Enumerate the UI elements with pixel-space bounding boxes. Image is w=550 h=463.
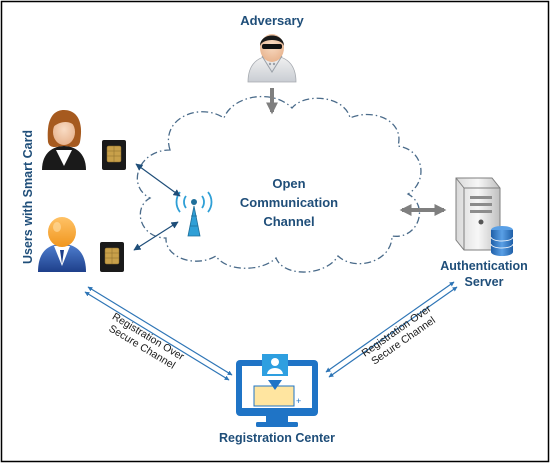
cloud-label: Open Communication Channel — [224, 174, 354, 231]
cloud-label-line2: Communication — [239, 195, 339, 210]
user-male-icon — [38, 217, 86, 272]
adversary-label: Adversary — [240, 13, 304, 28]
authentication-server-label: Authentication Server — [424, 258, 544, 290]
user2-link-arrow — [133, 221, 179, 251]
svg-text:+: + — [296, 396, 301, 406]
right-secure-channel-arrow — [325, 281, 458, 378]
cloud-label-line1: Open — [272, 176, 306, 191]
monitor-download-icon: + — [236, 354, 318, 427]
users-label: Users with Smart Card — [21, 129, 35, 264]
authentication-server-label-line1: Authentication — [440, 259, 528, 273]
user1-link-arrow — [135, 163, 181, 197]
user-female-icon — [42, 110, 86, 170]
left-secure-channel-arrow — [84, 286, 233, 381]
smart-card-icon — [102, 140, 126, 170]
hacker-icon — [247, 34, 297, 83]
server-database-icon — [455, 177, 514, 256]
authentication-server-label-line2: Server — [464, 275, 504, 289]
registration-center-label: Registration Center — [219, 431, 335, 445]
cloud-label-line3: Channel — [263, 214, 315, 229]
antenna-tower-icon — [175, 191, 213, 237]
smart-card-icon — [100, 242, 124, 272]
